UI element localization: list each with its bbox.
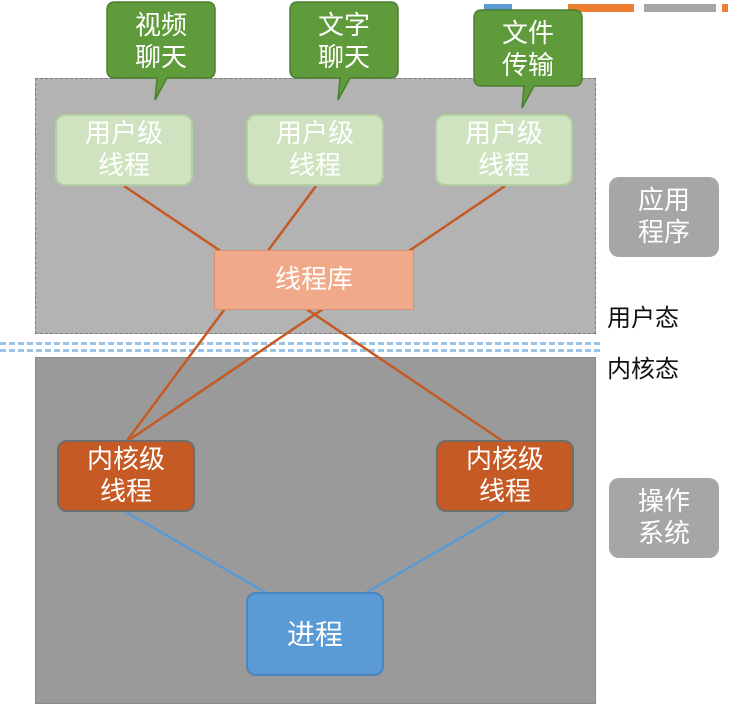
decor-bar-gray	[644, 4, 716, 12]
kernel-thread-2: 内核级 线程	[436, 440, 574, 512]
label-kernel-mode: 内核态	[607, 354, 679, 383]
link-ult3-klt1	[125, 184, 506, 444]
app-label-text: 文字 聊天	[317, 10, 370, 74]
kernel-thread-1: 内核级 线程	[57, 440, 195, 512]
link-klt1-process	[125, 510, 271, 597]
user-thread-2: 用户级 线程	[246, 114, 384, 186]
link-klt2-process	[361, 510, 506, 597]
speech-bubble-icon	[289, 1, 399, 101]
app-callout-video: 视频 聊天	[105, 0, 217, 104]
user-thread-3: 用户级 线程	[435, 114, 573, 186]
app-label-file: 文件 传输	[501, 18, 554, 82]
user-thread-1: 用户级 线程	[55, 114, 193, 186]
app-callout-file: 文件 传输	[472, 8, 584, 112]
mode-divider	[0, 342, 600, 352]
decor-bar-blue	[484, 4, 512, 12]
link-ult2-klt1	[124, 185, 318, 443]
label-operating-system: 操作 系统	[609, 478, 719, 558]
decor-bar-orange	[568, 4, 634, 12]
app-label-video: 视频 聊天	[134, 10, 187, 74]
label-application: 应用 程序	[609, 177, 719, 257]
thread-library: 线程库	[214, 250, 414, 310]
speech-bubble-icon	[106, 1, 216, 101]
decor-bar-orange-small	[722, 4, 728, 12]
app-callout-text: 文字 聊天	[288, 0, 400, 104]
process-node: 进程	[246, 592, 384, 676]
speech-bubble-icon	[473, 9, 583, 109]
label-user-mode: 用户态	[607, 303, 679, 332]
